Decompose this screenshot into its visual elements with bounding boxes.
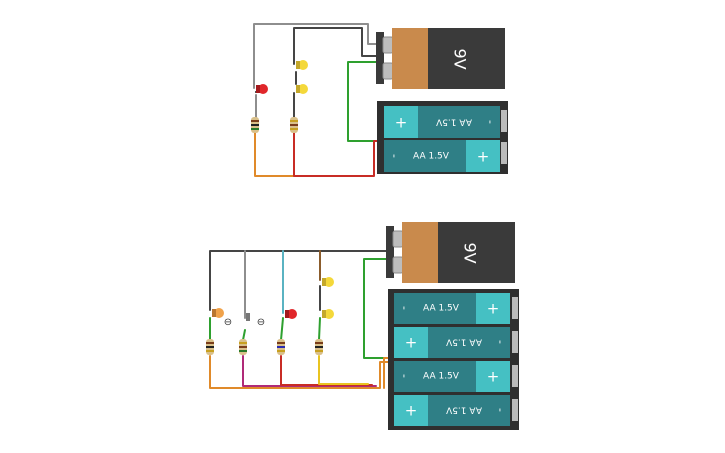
- battery-9v-terminal-positive[interactable]: [392, 230, 404, 248]
- wire-red[interactable]: [280, 355, 373, 386]
- aa-cell[interactable]: - AA 1.5V +: [394, 361, 510, 392]
- aa-cell[interactable]: + AA 1.5V -: [384, 106, 500, 138]
- led-yellow[interactable]: [296, 84, 308, 94]
- wires-bottom: [209, 250, 391, 389]
- aa-holder-contact: [501, 110, 507, 132]
- battery-9v-terminal-negative[interactable]: [392, 256, 404, 274]
- wire-dark[interactable]: [293, 27, 379, 65]
- aa-cell-plus: +: [395, 114, 408, 132]
- wire-purple[interactable]: [242, 355, 377, 387]
- aa-cell-minus: -: [388, 154, 401, 158]
- aa-cell-positive-end: [384, 106, 418, 138]
- aa-holder-contact: [512, 297, 518, 319]
- resistor[interactable]: [290, 117, 298, 133]
- aa-cell-plus: +: [477, 148, 490, 166]
- photoresistor-symbol: ⊖: [224, 317, 232, 328]
- resistor[interactable]: [315, 339, 323, 355]
- aa-cell-positive-end: [394, 395, 428, 426]
- aa-cell-positive-end: [466, 140, 500, 172]
- battery-9v-label: [402, 222, 438, 283]
- aa-cell[interactable]: - AA 1.5V +: [394, 293, 510, 324]
- aa-cell-minus: -: [494, 408, 507, 412]
- aa-cell-positive-end: [476, 361, 510, 392]
- resistor[interactable]: [206, 339, 214, 355]
- aa-holder-contact: [512, 331, 518, 353]
- photoresistor-symbol: ⊖: [257, 317, 265, 328]
- resistor[interactable]: [251, 117, 259, 133]
- aa-cell-positive-end: [394, 327, 428, 358]
- wire-red[interactable]: [293, 129, 382, 177]
- wire-green[interactable]: [318, 317, 321, 341]
- wire-green[interactable]: [242, 329, 246, 341]
- battery-9v-terminal-plate: [376, 32, 384, 84]
- led-yellow[interactable]: [322, 309, 334, 319]
- wires-top: [253, 23, 382, 177]
- aa-cell-plus: +: [487, 300, 500, 318]
- aa-holder-contact: [512, 365, 518, 387]
- battery-9v-text: 9V: [461, 242, 480, 263]
- battery-9v-terminal-plate: [386, 226, 394, 278]
- led-red[interactable]: [255, 84, 268, 94]
- aa-cell-label: AA 1.5V: [423, 304, 460, 314]
- aa-cell-label: AA 1.5V: [445, 405, 482, 415]
- led-yellow[interactable]: [296, 60, 308, 70]
- aa-cell-minus: -: [398, 374, 411, 378]
- aa-cell-plus: +: [405, 334, 418, 352]
- battery-9v-text: 9V: [451, 48, 470, 69]
- aa-battery-pack-top[interactable]: + AA 1.5V - - AA 1.5V +: [377, 101, 508, 174]
- aa-cell-plus: +: [405, 402, 418, 420]
- wire-gray[interactable]: [253, 23, 379, 89]
- photoresistor[interactable]: ⊖: [224, 317, 232, 328]
- aa-cell-minus: -: [484, 120, 497, 124]
- led-orange[interactable]: [212, 308, 224, 318]
- aa-holder-contact: [501, 142, 507, 164]
- aa-cell-label: AA 1.5V: [435, 117, 472, 127]
- battery-9v-body: [428, 28, 505, 89]
- aa-cell-label: AA 1.5V: [413, 152, 450, 162]
- battery-9v-body: [438, 222, 515, 283]
- led-yellow[interactable]: [322, 277, 334, 287]
- aa-cell-minus: -: [494, 340, 507, 344]
- aa-cell-label: AA 1.5V: [423, 372, 460, 382]
- aa-battery-pack-bottom[interactable]: - AA 1.5V + + AA 1.5V - - AA 1.5V +: [388, 289, 519, 430]
- battery-9v-label: [392, 28, 428, 89]
- wire-green[interactable]: [363, 258, 391, 359]
- battery-9v-terminal-negative[interactable]: [382, 62, 394, 80]
- circuit-top: 9V + AA 1.5V - - AA 1.5V +: [251, 23, 508, 177]
- wire-dark[interactable]: [209, 250, 391, 311]
- aa-cell-minus: -: [398, 306, 411, 310]
- photoresistor[interactable]: ⊖: [246, 313, 265, 328]
- aa-holder-contact: [512, 399, 518, 421]
- resistor[interactable]: [239, 339, 247, 355]
- aa-cell-label: AA 1.5V: [445, 337, 482, 347]
- battery-9v-terminal-positive[interactable]: [382, 36, 394, 54]
- resistor[interactable]: [277, 339, 285, 355]
- wire-green[interactable]: [280, 317, 284, 341]
- aa-cell[interactable]: + AA 1.5V -: [394, 395, 510, 426]
- aa-cell[interactable]: - AA 1.5V +: [384, 140, 500, 172]
- led-red[interactable]: [285, 309, 297, 319]
- battery-9v-top[interactable]: 9V: [376, 28, 505, 89]
- battery-9v-bottom[interactable]: 9V: [386, 222, 515, 283]
- wire-orange[interactable]: [254, 129, 297, 177]
- wire-yellow[interactable]: [318, 355, 369, 385]
- circuit-bottom: 9V - AA 1.5V + + AA 1.5V -: [206, 222, 519, 430]
- aa-cell-positive-end: [476, 293, 510, 324]
- aa-cell[interactable]: + AA 1.5V -: [394, 327, 510, 358]
- wire-green[interactable]: [347, 61, 382, 142]
- aa-cell-plus: +: [487, 368, 500, 386]
